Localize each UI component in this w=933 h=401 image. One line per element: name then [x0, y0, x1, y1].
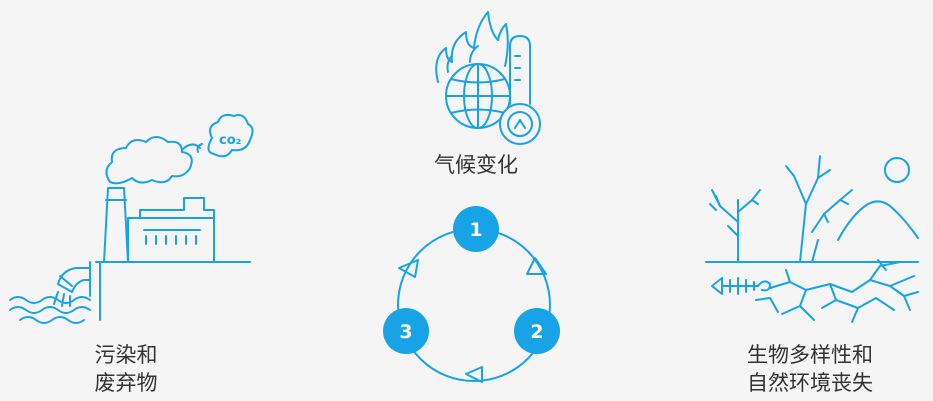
co2-label: co₂: [219, 133, 241, 148]
climate-change-text: 气候变化: [434, 153, 518, 177]
climate-change-icon: [435, 11, 541, 145]
pollution-label-line2: 废弃物: [94, 371, 158, 395]
cycle-arrow-bottom: [465, 366, 483, 383]
cycle-diagram: 1 2 3: [383, 206, 560, 383]
biodiversity-loss-label: 生物多样性和 自然环境丧失: [690, 341, 930, 397]
cycle-node-1: 1: [453, 206, 499, 252]
pollution-label-line1: 污染和: [94, 343, 158, 367]
cycle-node-2-number: 2: [530, 321, 543, 343]
biodiversity-label-line2: 自然环境丧失: [747, 371, 873, 395]
pollution-waste-label: 污染和 废弃物: [76, 341, 176, 397]
biodiversity-loss-icon: [705, 155, 919, 323]
biodiversity-label-line1: 生物多样性和: [747, 343, 873, 367]
cycle-arrow-left: [398, 259, 419, 278]
cycle-node-3-number: 3: [399, 321, 412, 343]
cycle-node-1-number: 1: [469, 219, 482, 241]
pollution-waste-icon: co₂: [9, 113, 254, 324]
cycle-node-2: 2: [514, 308, 560, 354]
climate-change-label: 气候变化: [416, 151, 536, 179]
cycle-node-3: 3: [383, 308, 429, 354]
cycle-arrow-right: [526, 257, 547, 275]
